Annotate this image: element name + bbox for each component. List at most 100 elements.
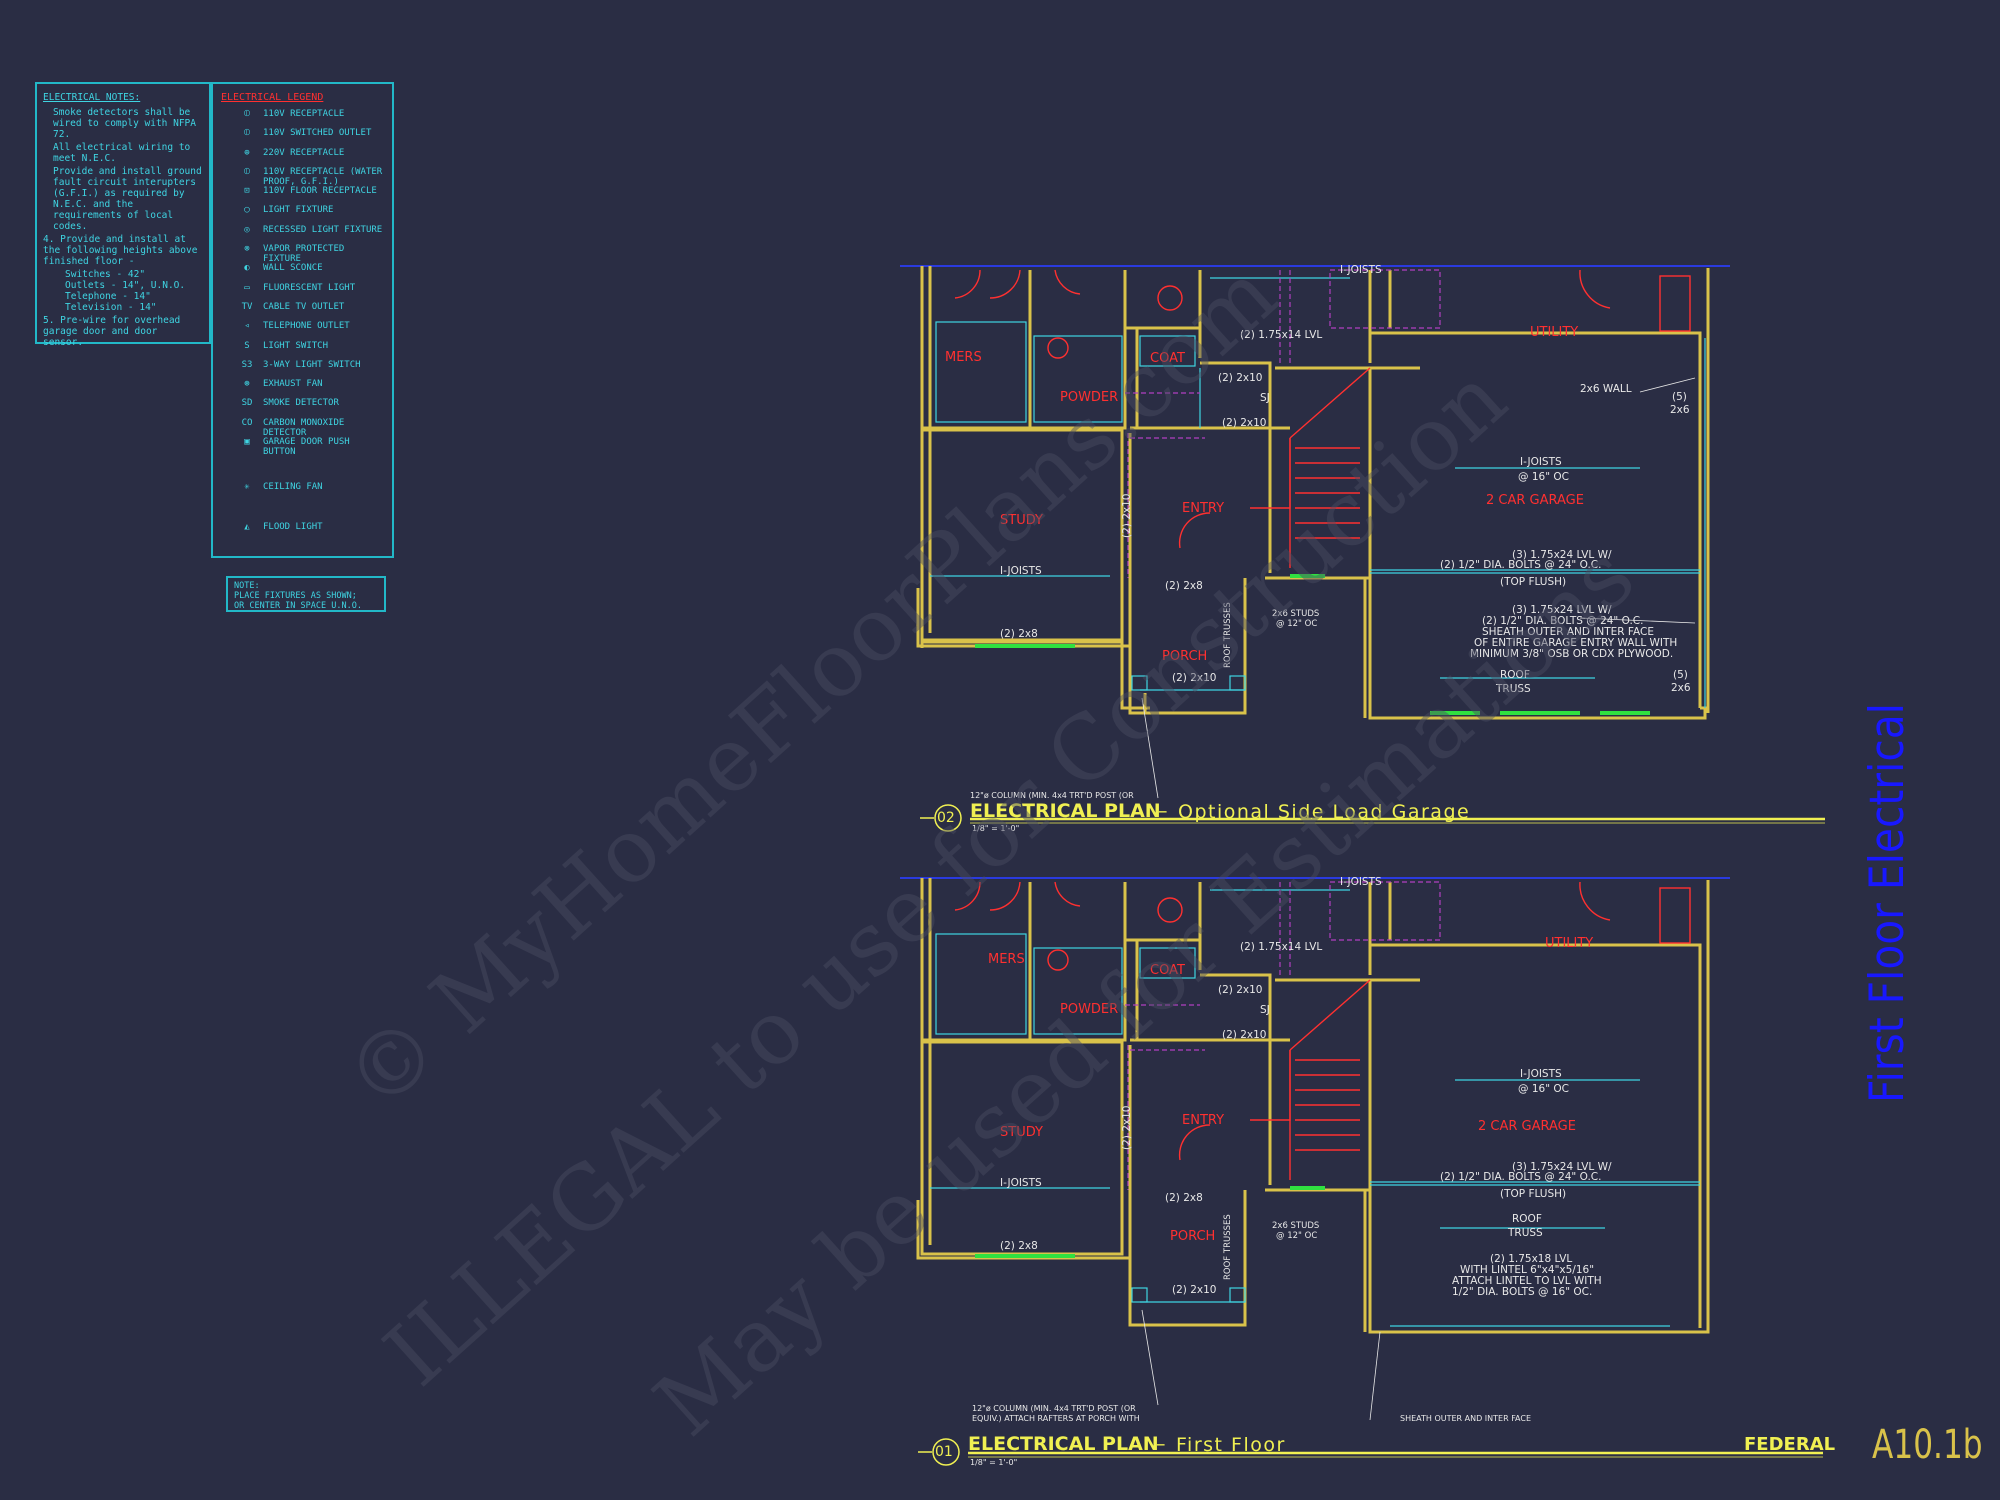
legend-item: ✳CEILING FAN	[221, 482, 384, 501]
sheet-number: A10.1b	[1872, 1422, 1983, 1468]
label-ijoists-study: I-JOISTS	[1000, 1177, 1042, 1189]
legend-symbol-icon: ⦶	[243, 166, 251, 177]
room-labels: MERS POWDER COAT UTILITY STUDY ENTRY 2 C…	[988, 936, 1593, 1244]
legend-label: SMOKE DETECTOR	[263, 398, 339, 409]
garage-note-5: MINIMUM 3/8" OSB OR CDX PLYWOOD.	[1470, 648, 1673, 660]
legend-label: CABLE TV OUTLET	[263, 301, 345, 312]
legend-label: FLUORESCENT LIGHT	[263, 282, 356, 293]
electrical-notes-title: ELECTRICAL NOTES:	[43, 92, 141, 103]
label-lvl24-1: (3) 1.75x24 LVL W/	[1512, 549, 1612, 561]
label-lvl: (2) 1.75x14 LVL	[1240, 941, 1322, 953]
plan-doors-stairs	[954, 881, 1691, 1180]
fixture-note-line: PLACE FIXTURES AS SHOWN;	[234, 591, 357, 601]
legend-symbol-icon: ▣	[244, 437, 250, 448]
legend-item: TV CABLE TV OUTLET	[221, 302, 384, 321]
room-label-garage: 2 CAR GARAGE	[1486, 493, 1584, 508]
label-2x10-a: (2) 2x10	[1218, 372, 1262, 384]
legend-symbol-icon: ◎	[244, 224, 250, 235]
legend-item: ⊕220V RECEPTACLE	[221, 148, 384, 167]
sheet-title-vertical: First Floor Electrical	[1860, 703, 1915, 1103]
electrical-notes-box: ELECTRICAL NOTES: Smoke detectors shall …	[35, 82, 211, 348]
legend-item: ▣ GARAGE DOOR PUSH BUTTON	[221, 437, 384, 458]
legend-label: CARBON MONOXIDE DETECTOR	[263, 417, 345, 438]
legend-item: ◎RECESSED LIGHT FIXTURE	[221, 225, 384, 244]
legend-label: VAPOR PROTECTED FIXTURE	[263, 244, 345, 265]
legend-label: LIGHT SWITCH	[263, 340, 329, 351]
room-label-powder: POWDER	[1060, 390, 1118, 405]
label-ijoists-study: I-JOISTS	[1000, 565, 1042, 577]
plan-doors-stairs	[954, 269, 1691, 568]
legend-symbol-icon: ⊡	[244, 186, 250, 197]
title-bar-graphics	[920, 804, 1825, 832]
room-label-study: STUDY	[1000, 513, 1043, 528]
column-note-2: EQUIV.) ATTACH RAFTERS AT PORCH WITH	[972, 1414, 1140, 1423]
fixture-note-heading: NOTE:	[234, 581, 260, 591]
sheath-note: SHEATH OUTER AND INTER FACE	[1400, 1414, 1531, 1423]
legend-label: CEILING FAN	[263, 482, 323, 493]
room-label-entry: ENTRY	[1182, 501, 1224, 516]
room-labels: MERS POWDER COAT UTILITY STUDY ENTRY 2 C…	[945, 325, 1584, 664]
room-label-powder: POWDER	[1060, 1002, 1118, 1017]
plan-title-sub: Optional Side Load Garage	[1178, 801, 1471, 823]
legend-label: EXHAUST FAN	[263, 379, 323, 390]
legend-label: 220V RECEPTACLE	[263, 147, 345, 158]
legend-label: 110V SWITCHED OUTLET	[263, 128, 372, 139]
legend-symbol-icon: S3	[241, 359, 253, 370]
electrical-legend-box: ELECTRICAL LEGEND ⦶110V RECEPTACLE⦶110V …	[211, 82, 394, 558]
plan-green-openings	[975, 574, 1650, 715]
note-item: Telephone - 14"	[65, 291, 151, 302]
plan-number: 02	[937, 810, 955, 826]
note-item: Switches - 42"	[65, 269, 146, 280]
legend-label: LIGHT FIXTURE	[263, 205, 334, 216]
label-5b: (5)	[1673, 669, 1688, 681]
plan-title-01: 01 ELECTRICAL PLAN – First Floor 1/8" = …	[918, 1432, 1835, 1467]
note-item: Outlets - 14", U.N.O.	[65, 280, 186, 291]
plan-number: 01	[935, 1444, 953, 1460]
leader-lines	[1141, 1309, 1381, 1421]
legend-label: WALL SCONCE	[263, 263, 323, 274]
note-item: 4. Provide and install at the following …	[43, 234, 204, 267]
legend-item: ⊗VAPOR PROTECTED FIXTURE	[221, 244, 384, 265]
note-item: Provide and install ground fault circuit…	[53, 166, 208, 232]
label-studs-2: @ 12" OC	[1276, 1231, 1317, 1241]
structural-labels: I-JOISTS (2) 1.75x14 LVL (2) 2x10 (2) 2x…	[972, 876, 1612, 1423]
label-studs-2: @ 12" OC	[1276, 619, 1317, 629]
plan-magenta-lines	[1125, 881, 1441, 1190]
label-roof: ROOF	[1512, 1213, 1542, 1225]
label-ijoists-garage: I-JOISTS	[1520, 1068, 1562, 1080]
legend-symbol-icon: ◯	[244, 205, 250, 216]
legend-item: ⦶ 110V RECEPTACLE (WATER PROOF, G.F.I.)	[221, 166, 384, 187]
label-studs-1: 2x6 STUDS	[1272, 1221, 1319, 1231]
legend-symbol-icon: ⊛	[244, 379, 250, 390]
label-lvl: (2) 1.75x14 LVL	[1240, 329, 1322, 341]
legend-item: ◭FLOOD LIGHT	[221, 522, 384, 541]
room-label-mers: MERS	[988, 952, 1025, 967]
room-label-porch: PORCH	[1170, 1229, 1215, 1244]
label-sj: SJ	[1260, 392, 1270, 404]
room-label-garage: 2 CAR GARAGE	[1478, 1119, 1576, 1134]
label-porch-2x10: (2) 2x10	[1172, 672, 1216, 684]
legend-item: ▭FLUORESCENT LIGHT	[221, 283, 384, 302]
lintel-note-3: ATTACH LINTEL TO LVL WITH	[1452, 1275, 1602, 1287]
plan-walls	[916, 878, 1710, 1334]
legend-label: 110V RECEPTACLE (WATER PROOF, G.F.I.)	[263, 166, 383, 187]
floor-plan-optional-side-load-garage: MERS POWDER COAT UTILITY STUDY ENTRY 2 C…	[900, 264, 1730, 800]
plan-title-main: ELECTRICAL PLAN	[970, 800, 1161, 822]
plan-title-sub: First Floor	[1176, 1434, 1286, 1456]
plan-walls	[916, 266, 1710, 720]
label-2x8-a: (2) 2x8	[1000, 1240, 1038, 1252]
plan-scale: 1/8" = 1'-0"	[970, 1458, 1018, 1467]
label-vertical-2x10: (2) 2x10	[1121, 494, 1133, 538]
label-sj: SJ	[1260, 1004, 1270, 1016]
label-ijoists-top: I-JOISTS	[1340, 876, 1382, 888]
legend-symbol-icon: ⦶	[243, 109, 251, 119]
plan-green-openings	[975, 1186, 1325, 1258]
legend-label: GARAGE DOOR PUSH BUTTON	[263, 437, 350, 458]
legend-symbol-icon: TV	[241, 301, 253, 312]
note-item: Television - 14"	[65, 302, 157, 313]
garage-note-1: (3) 1.75x24 LVL W/	[1512, 604, 1612, 616]
